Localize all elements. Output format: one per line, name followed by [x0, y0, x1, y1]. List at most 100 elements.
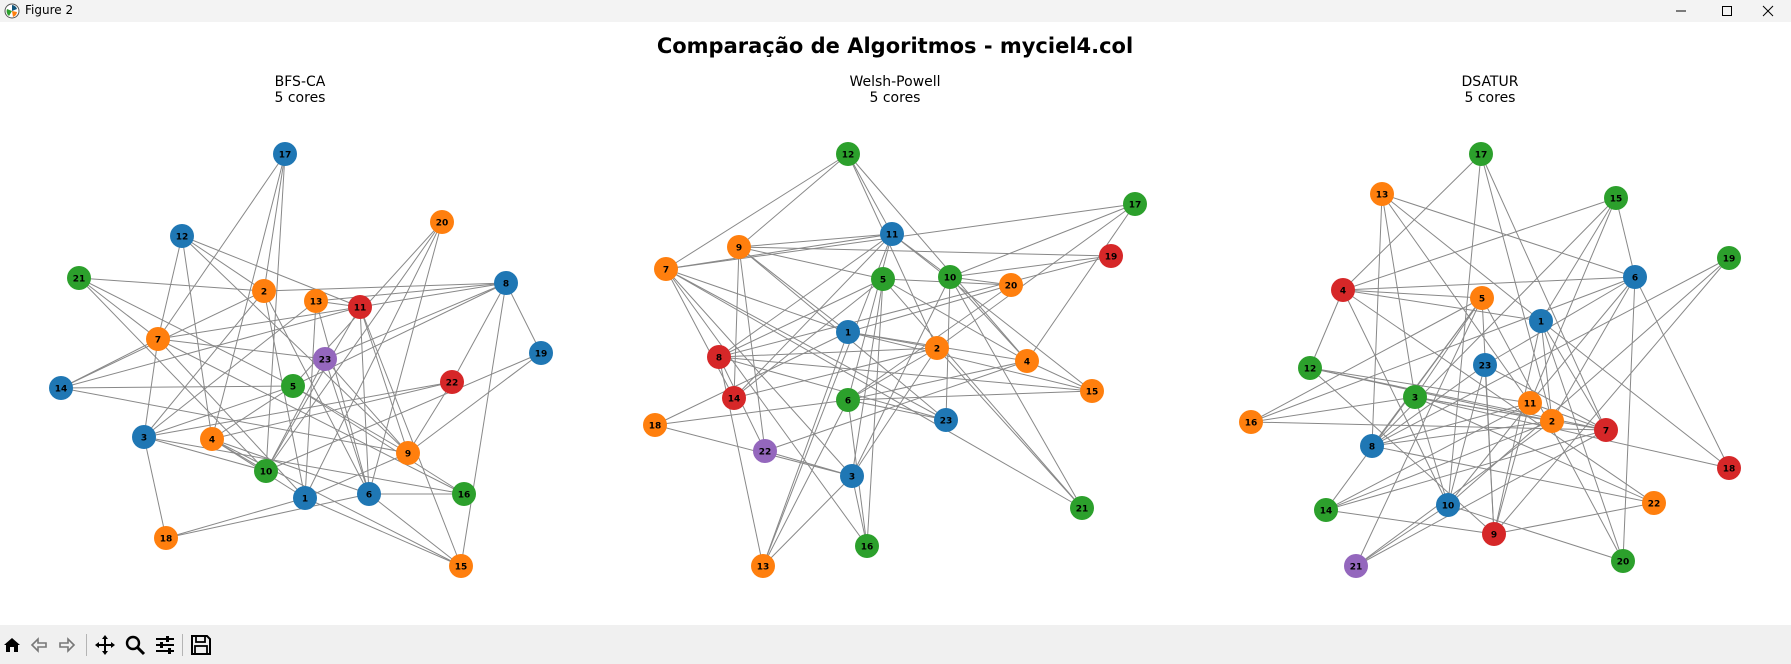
node-label: 10 — [944, 274, 957, 284]
node-circle — [49, 376, 73, 400]
graph-node: 13 — [304, 289, 328, 313]
graph-node: 20 — [1611, 549, 1635, 573]
graph-edge — [304, 452, 409, 499]
graph-node: 21 — [1344, 554, 1368, 578]
node-circle — [707, 345, 731, 369]
graph-edge — [851, 347, 938, 477]
graph-edge — [60, 306, 361, 389]
graph-node: 14 — [1314, 498, 1338, 522]
home-button[interactable] — [0, 633, 24, 657]
graph-edge — [1634, 276, 1730, 469]
node-circle — [999, 273, 1023, 297]
graph-edge — [1414, 396, 1730, 469]
graph-node: 13 — [1370, 182, 1394, 206]
graph-node: 12 — [170, 224, 194, 248]
node-label: 10 — [1442, 502, 1455, 512]
graph-edge — [1355, 297, 1483, 567]
graph-edge — [143, 436, 267, 472]
graph-edge — [78, 277, 294, 387]
graph-edge — [1480, 153, 1553, 422]
graph-edge — [1371, 193, 1383, 447]
graph-edge — [1325, 420, 1553, 511]
node-label: 22 — [1648, 500, 1661, 510]
graph-node: 1 — [836, 320, 860, 344]
graph-edge — [733, 246, 740, 399]
graph-edge — [78, 277, 265, 292]
graph-node: 11 — [880, 222, 904, 246]
graph-edge — [143, 436, 167, 539]
node-label: 18 — [160, 535, 173, 545]
graph-node: 22 — [753, 439, 777, 463]
graph-edge — [181, 235, 409, 454]
node-circle — [132, 425, 156, 449]
node-label: 3 — [849, 473, 855, 483]
maximize-button[interactable] — [1704, 0, 1750, 22]
graph-node: 23 — [934, 408, 958, 432]
node-label: 6 — [366, 491, 372, 501]
configure-subplots-button[interactable] — [153, 633, 177, 657]
node-label: 19 — [1105, 253, 1118, 263]
node-label: 16 — [861, 543, 874, 553]
graph-edge — [265, 153, 286, 472]
graph-edge — [1371, 402, 1531, 447]
graph-edge — [1371, 420, 1553, 447]
maximize-icon — [1722, 6, 1732, 16]
node-circle — [840, 464, 864, 488]
graph-node: 1 — [293, 486, 317, 510]
graph-edge — [851, 276, 951, 477]
graph-node: 8 — [1360, 434, 1384, 458]
back-button[interactable] — [27, 633, 51, 657]
graph-edge — [1342, 276, 1636, 291]
panel-title: Welsh-Powell — [849, 74, 940, 90]
forward-button[interactable] — [55, 633, 79, 657]
node-circle — [200, 427, 224, 451]
node-label: 4 — [1340, 287, 1346, 297]
graph-edge — [1325, 429, 1607, 511]
graph-edge — [265, 358, 326, 472]
graph-node: 6 — [357, 482, 381, 506]
node-circle — [871, 267, 895, 291]
close-icon — [1762, 5, 1774, 17]
graph-edge — [60, 338, 159, 389]
figure-canvas[interactable]: Comparação de Algoritmos - myciel4.col B… — [0, 22, 1791, 625]
pan-icon — [95, 635, 115, 655]
close-button[interactable] — [1745, 0, 1791, 22]
graph-edge — [949, 276, 1083, 509]
node-circle — [1370, 182, 1394, 206]
graph-edge — [407, 352, 542, 454]
zoom-button[interactable] — [123, 633, 147, 657]
graph-edge — [1622, 276, 1636, 562]
graph-edge — [304, 497, 462, 567]
graph-edge — [157, 153, 286, 340]
save-button[interactable] — [189, 633, 213, 657]
graph-edge — [1493, 320, 1542, 535]
graph-edge — [1381, 193, 1636, 278]
node-circle — [934, 408, 958, 432]
node-circle — [925, 336, 949, 360]
minimize-button[interactable] — [1658, 0, 1704, 22]
graph-node: 9 — [1482, 522, 1506, 546]
graph-edge — [211, 438, 370, 495]
node-circle — [1403, 385, 1427, 409]
graph-edge — [157, 338, 465, 495]
graph-edge — [1342, 289, 1542, 322]
node-label: 15 — [1610, 195, 1623, 205]
graph-edge — [1540, 320, 1607, 431]
graph-edge — [847, 153, 893, 235]
node-circle — [281, 374, 305, 398]
graph-node: 14 — [722, 386, 746, 410]
graph-edge — [1355, 504, 1449, 567]
pan-button[interactable] — [93, 633, 117, 657]
graph-edge — [1540, 197, 1617, 322]
graph-edge — [78, 277, 267, 472]
graph-edge — [762, 399, 849, 567]
graph-edge — [891, 233, 1093, 392]
node-label: 15 — [1086, 388, 1099, 398]
node-circle — [836, 142, 860, 166]
node-circle — [1469, 142, 1493, 166]
node-label: 11 — [1524, 400, 1537, 410]
graph-node: 22 — [1642, 491, 1666, 515]
node-label: 1 — [1538, 318, 1544, 328]
graph-edge — [1250, 276, 1636, 423]
